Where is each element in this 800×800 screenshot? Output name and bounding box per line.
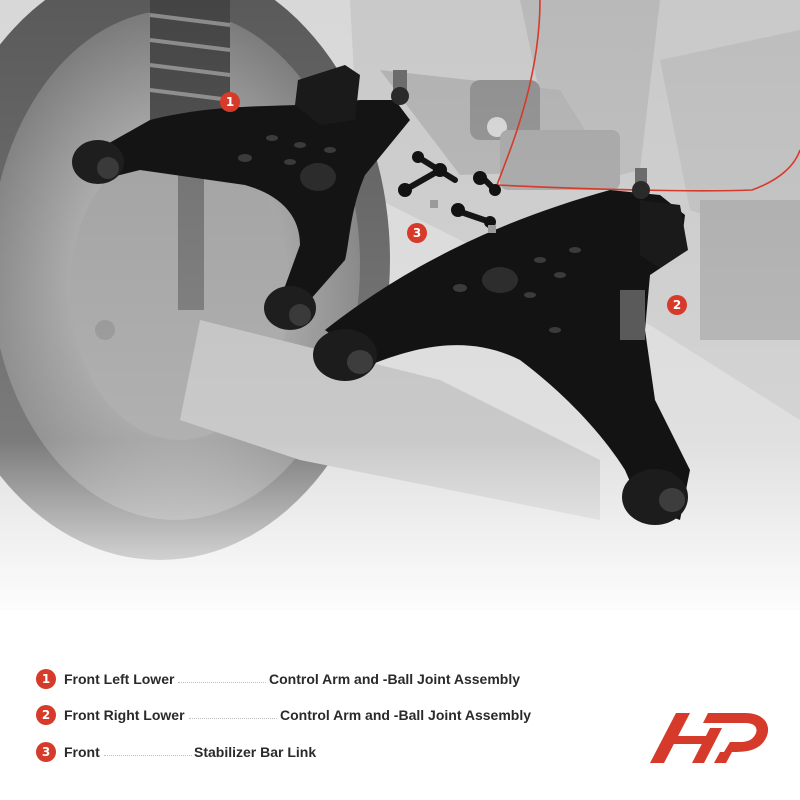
callout-badge-3: 3: [407, 223, 427, 243]
callout-badge-1: 1: [220, 92, 240, 112]
legend-dotted-leader: [178, 682, 266, 683]
legend-item-2: 2 Front Right Lower Control Arm and -Bal…: [36, 705, 596, 727]
legend-number-badge: 1: [36, 669, 56, 689]
legend-part-description: Stabilizer Bar Link: [194, 744, 317, 760]
legend-dotted-leader: [189, 718, 277, 719]
callout-badge-2: 2: [667, 295, 687, 315]
legend-item-3: 3 Front Stabilizer Bar Link: [36, 742, 596, 764]
legend-part-name: Front Left Lower: [64, 671, 175, 687]
legend-number-badge: 2: [36, 705, 56, 725]
legend-part-name: Front: [64, 744, 100, 760]
legend-dotted-leader: [104, 755, 192, 756]
legend-number-badge: 3: [36, 742, 56, 762]
legend-item-1: 1 Front Left Lower Control Arm and -Ball…: [36, 669, 596, 691]
legend-part-description: Control Arm and -Ball Joint Assembly: [280, 707, 531, 723]
a-premium-ap-logo-icon: [650, 713, 769, 763]
legend-part-description: Control Arm and -Ball Joint Assembly: [269, 671, 520, 687]
legend-part-name: Front Right Lower: [64, 707, 185, 723]
